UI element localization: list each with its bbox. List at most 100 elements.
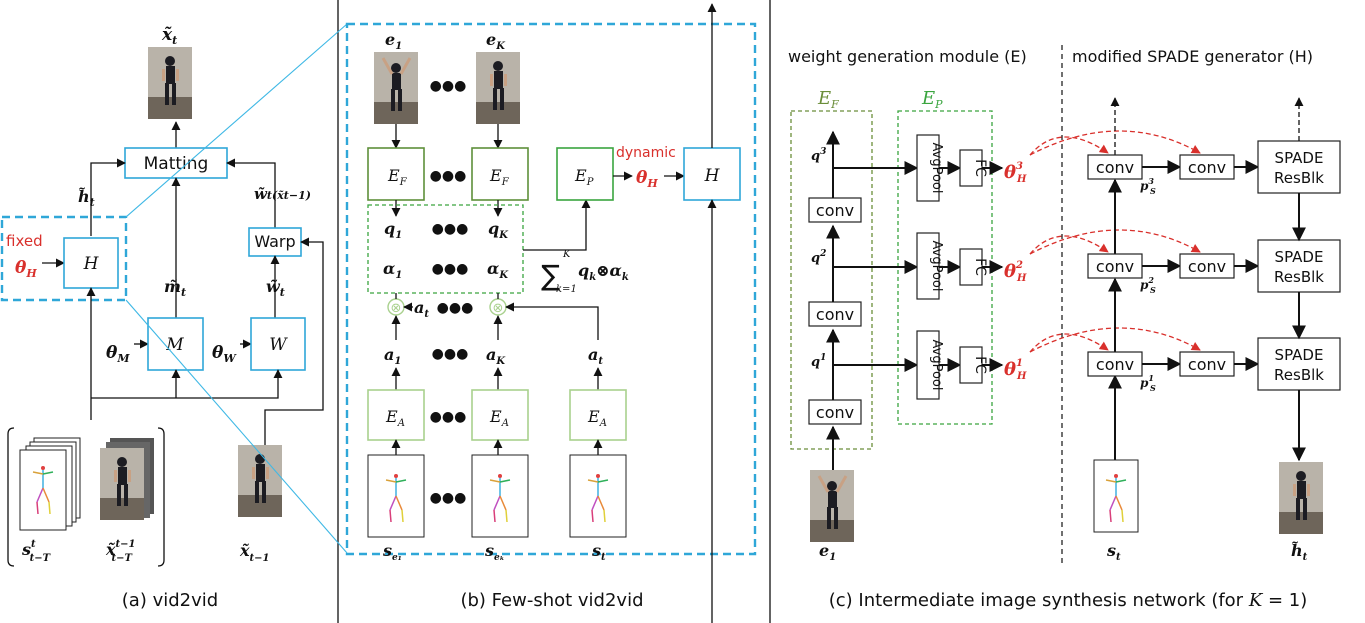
matting-label: Matting — [144, 154, 209, 174]
w-warp-label: w̃t(x̃t−1) — [254, 185, 311, 203]
conv-h-1b-label: conv — [1188, 355, 1226, 374]
w-label: w̃t — [266, 277, 285, 299]
panel-b: e1 eK ●●● EF ●●● EF q1 ●●● qK α1 ●●● αK … — [345, 3, 757, 623]
panel-a: x̃t Matting h̃t w̃t(x̃t−1) fixed θH H Wa… — [0, 25, 324, 611]
conv-ef-1 — [808, 399, 862, 425]
conv-h-3a-label: conv — [1096, 158, 1134, 177]
e1-photo-c — [808, 468, 856, 544]
fc-2-label: FC — [972, 258, 988, 276]
sum-bot: k=1 — [556, 284, 577, 295]
q1-label-c: q1 — [811, 353, 826, 370]
xt1-label: x̃t−1 — [239, 541, 270, 564]
EA-box-1 — [367, 389, 425, 441]
EP-label-c: EP — [921, 88, 943, 111]
conv-h-3b — [1179, 154, 1235, 180]
spade2-l1: SPADE — [1275, 248, 1324, 266]
aK-label: aK — [486, 345, 506, 367]
theta-W-label: θW — [212, 343, 237, 365]
caption-a: (a) vid2vid — [122, 590, 218, 611]
x-out-label: x̃t — [161, 25, 177, 47]
theta-H-b: θH — [636, 168, 658, 190]
conv-ef-3-label: conv — [816, 201, 854, 220]
EP-box-b — [556, 147, 614, 201]
panel-c: weight generation module (E) modified SP… — [788, 45, 1341, 611]
theta-M-label: θM — [106, 343, 130, 365]
sum-body: qk⊗αk — [578, 261, 629, 283]
dots-alpha: ●●● — [432, 261, 469, 277]
m-label: m̃t — [164, 277, 186, 299]
q1-label: q1 — [384, 219, 402, 241]
spade3-l2: ResBlk — [1274, 169, 1324, 187]
EA-box-K — [471, 389, 529, 441]
qK-label: qK — [488, 219, 509, 241]
M-label: M — [165, 335, 184, 355]
spade-resblk-1 — [1257, 337, 1341, 391]
at2-label: at — [588, 345, 603, 367]
W-label: W — [269, 335, 288, 355]
EF-label-K: EF — [489, 166, 510, 188]
H-label-b: H — [704, 166, 721, 186]
spade-resblk-2 — [1257, 239, 1341, 293]
otimes-K: ⊗ — [493, 301, 504, 316]
conv-h-3b-label: conv — [1188, 158, 1226, 177]
conv-ef-1-label: conv — [816, 403, 854, 422]
spade1-l1: SPADE — [1275, 346, 1324, 364]
q3-label: q3 — [811, 147, 826, 164]
dots-at: ●●● — [437, 300, 474, 316]
spade-resblk-3 — [1257, 140, 1341, 194]
se1-label: se₁ — [382, 541, 402, 563]
example-photo-K — [476, 52, 520, 124]
conv-h-1a — [1087, 351, 1143, 377]
fc-3-label: FC — [972, 159, 988, 177]
EA-label-1: EA — [385, 407, 405, 429]
fixed-label: fixed — [6, 232, 43, 250]
e1-label-c: e1 — [819, 541, 836, 563]
EF-box-K — [471, 147, 529, 201]
title-weight-gen: weight generation module (E) — [788, 47, 1027, 66]
q2-label: q2 — [811, 249, 826, 266]
avgpool-3-label: AvgPool — [929, 143, 944, 194]
st-label-b: st — [591, 541, 606, 563]
spade2-l2: ResBlk — [1274, 268, 1324, 286]
output-photo — [148, 47, 192, 119]
dots-pose: ●●● — [430, 490, 467, 506]
warp-box — [248, 227, 302, 257]
caption-c: (c) Intermediate image synthesis network… — [829, 590, 1308, 611]
sum-top: K — [562, 249, 571, 260]
prev-frame-photo — [238, 445, 282, 517]
alphaK-label: αK — [487, 259, 509, 281]
eK-label: eK — [486, 30, 506, 52]
ht-label: h̃t — [1291, 541, 1308, 563]
avgpool-1-label: AvgPool — [929, 340, 944, 391]
spade3-l1: SPADE — [1275, 149, 1324, 167]
conv-ef-2-label: conv — [816, 305, 854, 324]
pose-stack — [19, 449, 67, 531]
st-label-c: st — [1106, 541, 1121, 563]
fc-1-label: FC — [972, 356, 988, 374]
EF-dashed-c — [790, 110, 873, 450]
spade1-l2: ResBlk — [1274, 366, 1324, 384]
conv-h-2a — [1087, 253, 1143, 279]
W-box — [250, 317, 306, 371]
at-label: at — [414, 298, 429, 320]
dynamic-label: dynamic — [616, 145, 676, 161]
title-spade: modified SPADE generator (H) — [1072, 47, 1313, 66]
example-photo-1 — [372, 50, 420, 126]
conv-h-1a-label: conv — [1096, 355, 1134, 374]
dots-top: ●●● — [430, 78, 467, 94]
conv-h-2b-label: conv — [1188, 257, 1226, 276]
theta-H-label: θH — [15, 258, 37, 280]
H-label-a: H — [83, 254, 100, 274]
q-alpha-dashed — [367, 204, 524, 294]
otimes-1: ⊗ — [391, 301, 402, 316]
conv-h-2b — [1179, 253, 1235, 279]
dots-a: ●●● — [432, 346, 469, 362]
EF-label-c: EF — [817, 88, 839, 111]
conv-ef-2 — [808, 301, 862, 327]
a1-label: a1 — [384, 345, 401, 367]
